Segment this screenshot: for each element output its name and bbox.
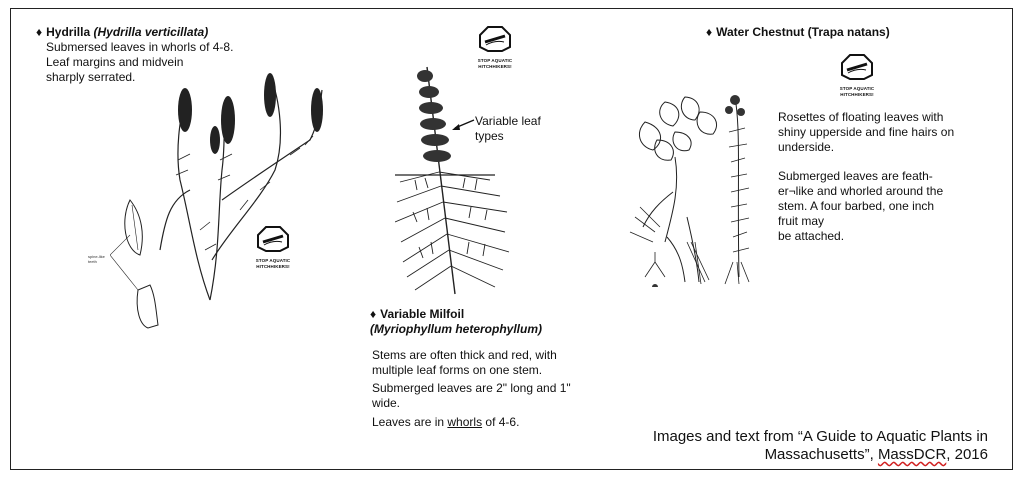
water-chestnut-illustration [629,95,750,287]
chestnut-heading: ♦Water Chestnut (Trapa natans) [706,25,890,39]
chestnut-paragraph-1: Rosettes of floating leaves with shiny u… [778,110,955,154]
stop-aquatic-hitchhikers-badge-icon: STOP AQUATIC HITCHHIKERS! [832,54,882,97]
bullet-icon: ♦ [370,307,377,321]
milfoil-paragraph-3: Leaves are in whorls of 4-6. [372,415,520,429]
milfoil-heading: ♦Variable Milfoil [370,307,465,321]
variable-leaf-label: Variable leaf types [475,114,541,143]
milfoil-paragraph-1: Stems are often thick and red, with mult… [372,348,557,377]
stop-aquatic-hitchhikers-badge-icon: STOP AQUATIC HITCHHIKERS! [470,26,520,69]
milfoil-illustration [395,66,510,295]
milfoil-latin: (Myriophyllum heterophyllum) [370,322,543,336]
arrow-icon [452,119,475,130]
stop-sign-icon [257,226,289,252]
hydrilla-illustration [110,73,323,329]
massdcr-text: MassDCR [877,446,947,463]
stop-aquatic-hitchhikers-badge-icon: STOP AQUATIC HITCHHIKERS! [248,226,298,269]
bullet-icon: ♦ [36,25,43,39]
figure-frame [10,8,1013,470]
hydrilla-heading: ♦Hydrilla (Hydrilla verticillata) [36,25,209,39]
stop-sign-icon [479,26,511,52]
milfoil-paragraph-2: Submerged leaves are 2" long and 1" wide… [372,381,571,410]
whorls-link[interactable]: whorls [447,415,483,429]
citation: Images and text from “A Guide to Aquatic… [652,428,988,463]
bullet-icon: ♦ [706,25,713,39]
stop-sign-icon [841,54,873,80]
hydrilla-description: Submersed leaves in whorls of 4-8. Leaf … [46,40,234,84]
hydrilla-leaf-note: spine-like teeth [88,254,105,264]
chestnut-paragraph-2: Submerged leaves are feath- er¬like and … [778,169,944,243]
